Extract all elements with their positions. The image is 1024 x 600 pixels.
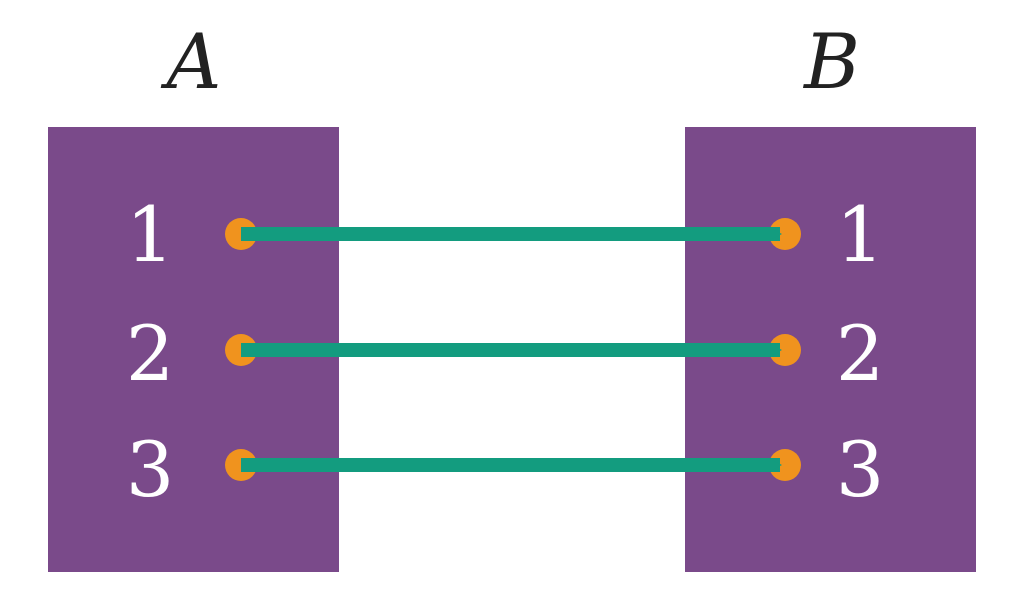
set-b-element-dot (769, 218, 801, 250)
set-a-element-label: 2 (126, 309, 174, 398)
set-b-element-label: 3 (836, 425, 884, 514)
set-a-element-label: 1 (126, 190, 174, 279)
set-a-title: A (161, 17, 222, 106)
set-b-element-dot (769, 334, 801, 366)
set-b-element-label: 1 (836, 190, 884, 279)
set-b-element-label: 2 (836, 309, 884, 398)
set-a-element-label: 3 (126, 425, 174, 514)
set-b-element-dot (769, 449, 801, 481)
set-b-title: B (802, 17, 860, 106)
